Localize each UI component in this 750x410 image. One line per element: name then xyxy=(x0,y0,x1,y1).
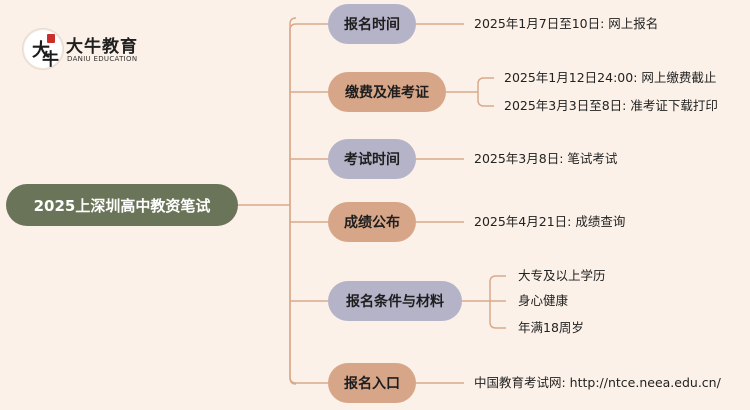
branch-link-6 xyxy=(289,376,328,384)
trunk-top xyxy=(290,24,296,388)
leaf-admission-download: 2025年3月3日至8日: 准考证下载打印 xyxy=(504,98,718,113)
logo-name: 大牛教育 xyxy=(66,37,138,57)
logo-seal-icon xyxy=(47,34,55,43)
logo-english-name: DANIU EDUCATION xyxy=(67,55,138,63)
leaf-requirement-health: 身心健康 xyxy=(518,293,569,308)
branch-node-exam-time: 考试时间 xyxy=(328,139,416,179)
leaf-results-date: 2025年4月21日: 成绩查询 xyxy=(474,214,626,229)
logo-mark-icon: 大 牛 xyxy=(22,28,64,70)
branch-link-1 xyxy=(289,23,328,31)
leaf-requirement-education: 大专及以上学历 xyxy=(518,268,606,283)
leaf-exam-date: 2025年3月8日: 笔试考试 xyxy=(474,151,618,166)
trunk-line xyxy=(289,17,297,385)
branch-node-entry: 报名入口 xyxy=(328,363,416,403)
branch-node-registration-time: 报名时间 xyxy=(328,4,416,44)
root-node: 2025上深圳高中教资笔试 xyxy=(6,184,238,226)
leaf-link-2 xyxy=(446,77,494,107)
leaf-registration-date: 2025年1月7日至10日: 网上报名 xyxy=(474,16,659,31)
branch-node-results: 成绩公布 xyxy=(328,202,416,242)
branch-node-payment-admission: 缴费及准考证 xyxy=(328,72,446,112)
leaf-payment-deadline: 2025年1月12日24:00: 网上缴费截止 xyxy=(504,70,717,85)
logo-mark-char-1: 大 xyxy=(32,40,50,61)
leaf-link-5 xyxy=(462,275,506,329)
leaf-entry-url[interactable]: 中国教育考试网: http://ntce.neea.edu.cn/ xyxy=(474,375,721,390)
leaf-requirement-age: 年满18周岁 xyxy=(518,320,584,335)
logo-mark-char-2: 牛 xyxy=(42,50,59,70)
brand-logo: 大 牛 大牛教育 DANIU EDUCATION xyxy=(22,28,152,70)
branch-node-requirements: 报名条件与材料 xyxy=(328,281,462,321)
